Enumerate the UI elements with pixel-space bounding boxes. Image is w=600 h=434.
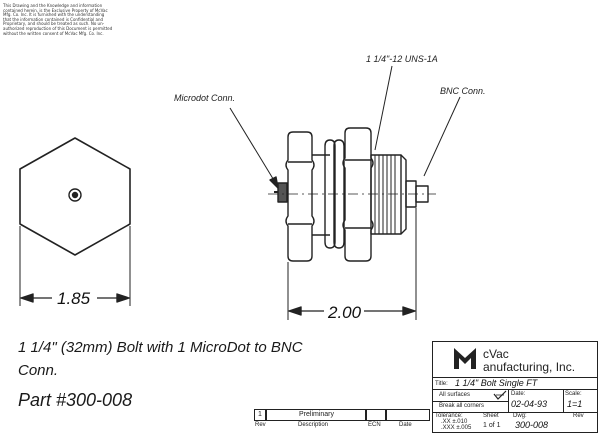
microdot-port-outer — [68, 188, 82, 202]
dwg-value: 300-008 — [515, 420, 549, 430]
confidentiality-notice: This Drawing and the Knowledge and infor… — [3, 3, 121, 36]
microdot-port-inner — [71, 191, 79, 199]
rev-ecn-cell — [366, 409, 386, 421]
scale-value: 1=1 — [567, 399, 583, 409]
tolerance-label: Tolerance: — [435, 413, 463, 419]
rev-label: Rev — [573, 413, 584, 419]
title-block: cVac anufacturing, Inc. Title: 1 1/4" Bo… — [432, 341, 598, 433]
rev-description-cell: Preliminary — [266, 409, 366, 421]
length-dim-arrow-right — [402, 306, 416, 316]
notice-line: Mfg. Co. Inc. It is furnished with the u… — [3, 12, 105, 18]
company-header: cVac anufacturing, Inc. — [433, 342, 597, 378]
rev-column-label: Rev — [255, 422, 266, 428]
dwg-label: Dwg: — [513, 413, 527, 419]
notice-line: without the written consent of McVac Mfg… — [3, 30, 104, 36]
part-description-line1: 1 1/4" (32mm) Bolt with 1 MicroDot to BN… — [18, 339, 303, 356]
hex-width-dimension: 1.85 — [57, 289, 91, 308]
leader-microdot — [229, 107, 276, 183]
washer-right — [333, 139, 345, 249]
leader-bnc — [423, 96, 461, 177]
date-divider — [508, 390, 509, 412]
left-nut — [285, 131, 315, 262]
leader-thread — [374, 65, 393, 151]
notice-line: This Drawing and the Knowledge and infor… — [3, 3, 103, 8]
rev-cell: 1 — [254, 409, 266, 421]
date-column-label: Date — [399, 422, 412, 428]
date-label: Date: — [511, 391, 526, 397]
thread-callout: 1 1/4"-12 UNS-1A — [366, 54, 438, 64]
hex-dim-arrow-left — [20, 293, 34, 303]
title-value: 1 1/4" Bolt Single FT — [455, 378, 538, 388]
leader-microdot-arrow — [269, 176, 279, 189]
revision-block: 1 Preliminary Rev Description ECN Date — [254, 409, 430, 433]
hex-end-view — [19, 137, 131, 256]
company-logo — [454, 348, 476, 369]
thread-lines — [374, 155, 396, 234]
ecn-column-label: ECN — [368, 422, 381, 428]
sheet-value: 1 of 1 — [483, 422, 501, 429]
rev-date-cell — [386, 409, 430, 421]
description-column-label: Description — [298, 422, 329, 428]
tolerance-divider — [433, 412, 597, 413]
microdot-body — [277, 182, 288, 203]
scale-label: Scale: — [565, 391, 582, 397]
surfaces-row: All surfaces — [433, 390, 597, 401]
break-corners-label: Break all corners — [439, 403, 485, 409]
notice-line: that the information contained is Confid… — [3, 16, 104, 22]
thread-chamfer — [400, 154, 407, 235]
threaded-section — [370, 154, 402, 235]
right-nut — [342, 127, 374, 262]
notice-line: contained herein, is the Exclusive Prope… — [3, 7, 108, 13]
rev-value: 1 — [258, 411, 262, 418]
surface-finish-check-icon — [493, 390, 507, 400]
title-label: Title: — [435, 381, 448, 387]
tolerance-xxx: .XXX ±.005 — [441, 425, 472, 431]
notice-line: Proprietary, and should be treated as su… — [3, 21, 105, 27]
length-dimension: 2.00 — [327, 303, 362, 322]
rev-description-value: Preliminary — [299, 411, 335, 418]
company-name-line2: anufacturing, Inc. — [483, 360, 576, 374]
scale-divider — [563, 390, 564, 412]
microdot-callout: Microdot Conn. — [174, 93, 235, 103]
sheet-label: Sheet — [483, 413, 499, 419]
all-surfaces-label: All surfaces — [439, 392, 471, 398]
bnc-callout: BNC Conn. — [440, 86, 486, 96]
company-name-line1: cVac — [483, 347, 509, 361]
part-description-line2: Conn. — [18, 362, 59, 379]
surfaces-divider — [433, 401, 508, 402]
title-row: Title: 1 1/4" Bolt Single FT — [433, 378, 597, 390]
notice-line: authorized reproduction of this Document… — [3, 25, 113, 31]
part-number: Part #300-008 — [18, 390, 133, 410]
length-dim-arrow-left — [288, 306, 302, 316]
hex-dim-arrow-right — [116, 293, 130, 303]
date-value: 02-04-93 — [511, 399, 548, 409]
tolerance-xx: .XX ±.010 — [441, 419, 468, 425]
